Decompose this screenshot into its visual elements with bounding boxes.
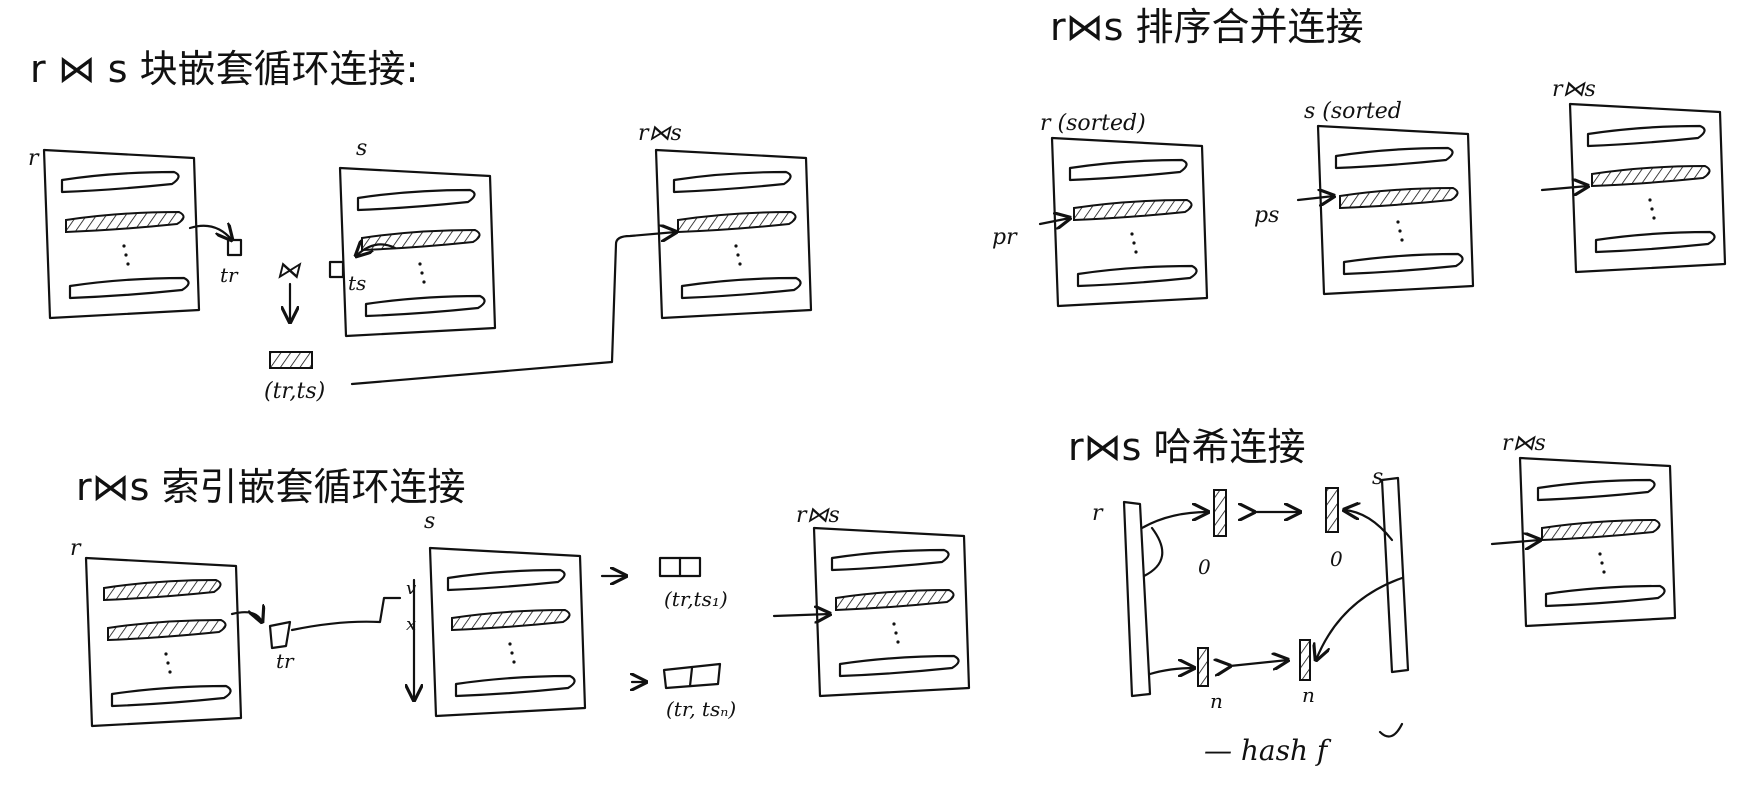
pointer-ps-arrow xyxy=(1296,196,1334,200)
bucket-0-s-label: 0 xyxy=(1330,547,1343,571)
hash-function-label: — hash f xyxy=(1204,734,1332,767)
sorted-r-page xyxy=(1050,136,1209,308)
pointer-pr-arrow xyxy=(1038,218,1070,224)
relation-r-page xyxy=(42,148,201,320)
bucket-0-r-label: 0 xyxy=(1198,555,1211,579)
result-label: r⋈s xyxy=(638,121,682,146)
output-arrow-2 xyxy=(772,614,830,616)
bucket-n-s-label: n xyxy=(1302,683,1315,707)
r-to-bucket-n-arrow xyxy=(1148,668,1194,674)
output-arrow xyxy=(350,232,676,386)
bucket-0-s xyxy=(1325,487,1339,533)
hash-s-label: s xyxy=(1372,465,1383,490)
relation-s-label-2: s xyxy=(424,509,435,534)
bucket-n-r xyxy=(1197,647,1209,687)
index-mark-x: x xyxy=(406,614,416,635)
index-mark-top: v xyxy=(406,578,416,599)
tr-to-index-line xyxy=(290,596,402,632)
tr-label: tr xyxy=(220,263,239,287)
tr-box xyxy=(226,238,243,257)
hash-s-column xyxy=(1380,476,1410,674)
s-to-bucket-0-arrow xyxy=(1344,510,1394,542)
r-curve xyxy=(1142,526,1164,578)
bucket-n-r-label: n xyxy=(1210,689,1223,713)
join-symbol: ⋈ xyxy=(276,256,302,284)
index-nested-loop-section: r⋈s 索引嵌套循环连接 r s r⋈s tr v x (tr,ts₁) (tr… xyxy=(70,465,971,728)
sorted-r-label: r (sorted) xyxy=(1040,111,1146,136)
pair-1-label: (tr,ts₁) xyxy=(664,587,728,611)
r-to-bucket-0-arrow xyxy=(1140,512,1208,530)
index-nested-loop-title: r⋈s 索引嵌套循环连接 xyxy=(76,465,466,509)
pointer-ps-label: ps xyxy=(1254,203,1279,228)
result-label-4: r⋈s xyxy=(1502,431,1546,456)
ts-box xyxy=(328,260,345,279)
result-label-3: r⋈s xyxy=(1552,77,1596,102)
pair-n-label: (tr, tsₙ) xyxy=(666,697,736,721)
s-to-bucket-n-arrow xyxy=(1316,576,1404,660)
relation-r-label: r xyxy=(28,146,40,171)
result-label-2: r⋈s xyxy=(796,503,840,528)
pair-tuple-box xyxy=(269,351,313,369)
output-arrow-3 xyxy=(1540,186,1588,190)
block-nested-loop-section: r ⋈ s 块嵌套循环连接: r s r⋈s tr ts ⋈ (tr,ts) xyxy=(28,47,813,404)
block-nested-loop-title: r ⋈ s 块嵌套循环连接: xyxy=(30,47,418,91)
ts-arrow xyxy=(356,244,397,256)
sort-merge-section: r⋈s 排序合并连接 r (sorted) s (sorted r⋈s pr p… xyxy=(992,5,1727,308)
output-arrow-4 xyxy=(1490,540,1540,544)
tr-arrow-2 xyxy=(230,612,262,622)
bucket-0-r xyxy=(1213,489,1227,537)
result-page xyxy=(654,148,813,320)
hash-r-label: r xyxy=(1092,501,1104,526)
hash-tick-mark xyxy=(1378,722,1404,738)
pair-label: (tr,ts) xyxy=(264,379,325,404)
compare-n-arrow xyxy=(1230,660,1288,666)
result-page-3 xyxy=(1568,102,1727,274)
bucket-n-s xyxy=(1299,639,1311,681)
sort-merge-title: r⋈s 排序合并连接 xyxy=(1050,5,1364,49)
relation-r-page-2 xyxy=(84,556,243,728)
hash-join-section: r⋈s 哈希连接 r s 0 0 n n — hash f r⋈s xyxy=(1068,425,1677,767)
tr-label-2: tr xyxy=(276,649,295,673)
sorted-s-label: s (sorted xyxy=(1304,99,1402,124)
pointer-pr-label: pr xyxy=(992,225,1018,250)
pair-n-box xyxy=(662,662,722,690)
relation-s-page xyxy=(338,166,497,338)
relation-s-page-2 xyxy=(428,546,587,718)
hash-join-title: r⋈s 哈希连接 xyxy=(1068,425,1306,469)
hash-r-column xyxy=(1122,500,1152,698)
tr-box-2 xyxy=(268,620,292,650)
relation-r-label-2: r xyxy=(70,536,82,561)
tr-arrow xyxy=(188,226,232,240)
ts-label: ts xyxy=(348,271,366,295)
result-page-2 xyxy=(812,526,971,698)
result-page-4 xyxy=(1518,456,1677,628)
sorted-s-page xyxy=(1316,124,1475,296)
relation-s-label: s xyxy=(356,136,367,161)
